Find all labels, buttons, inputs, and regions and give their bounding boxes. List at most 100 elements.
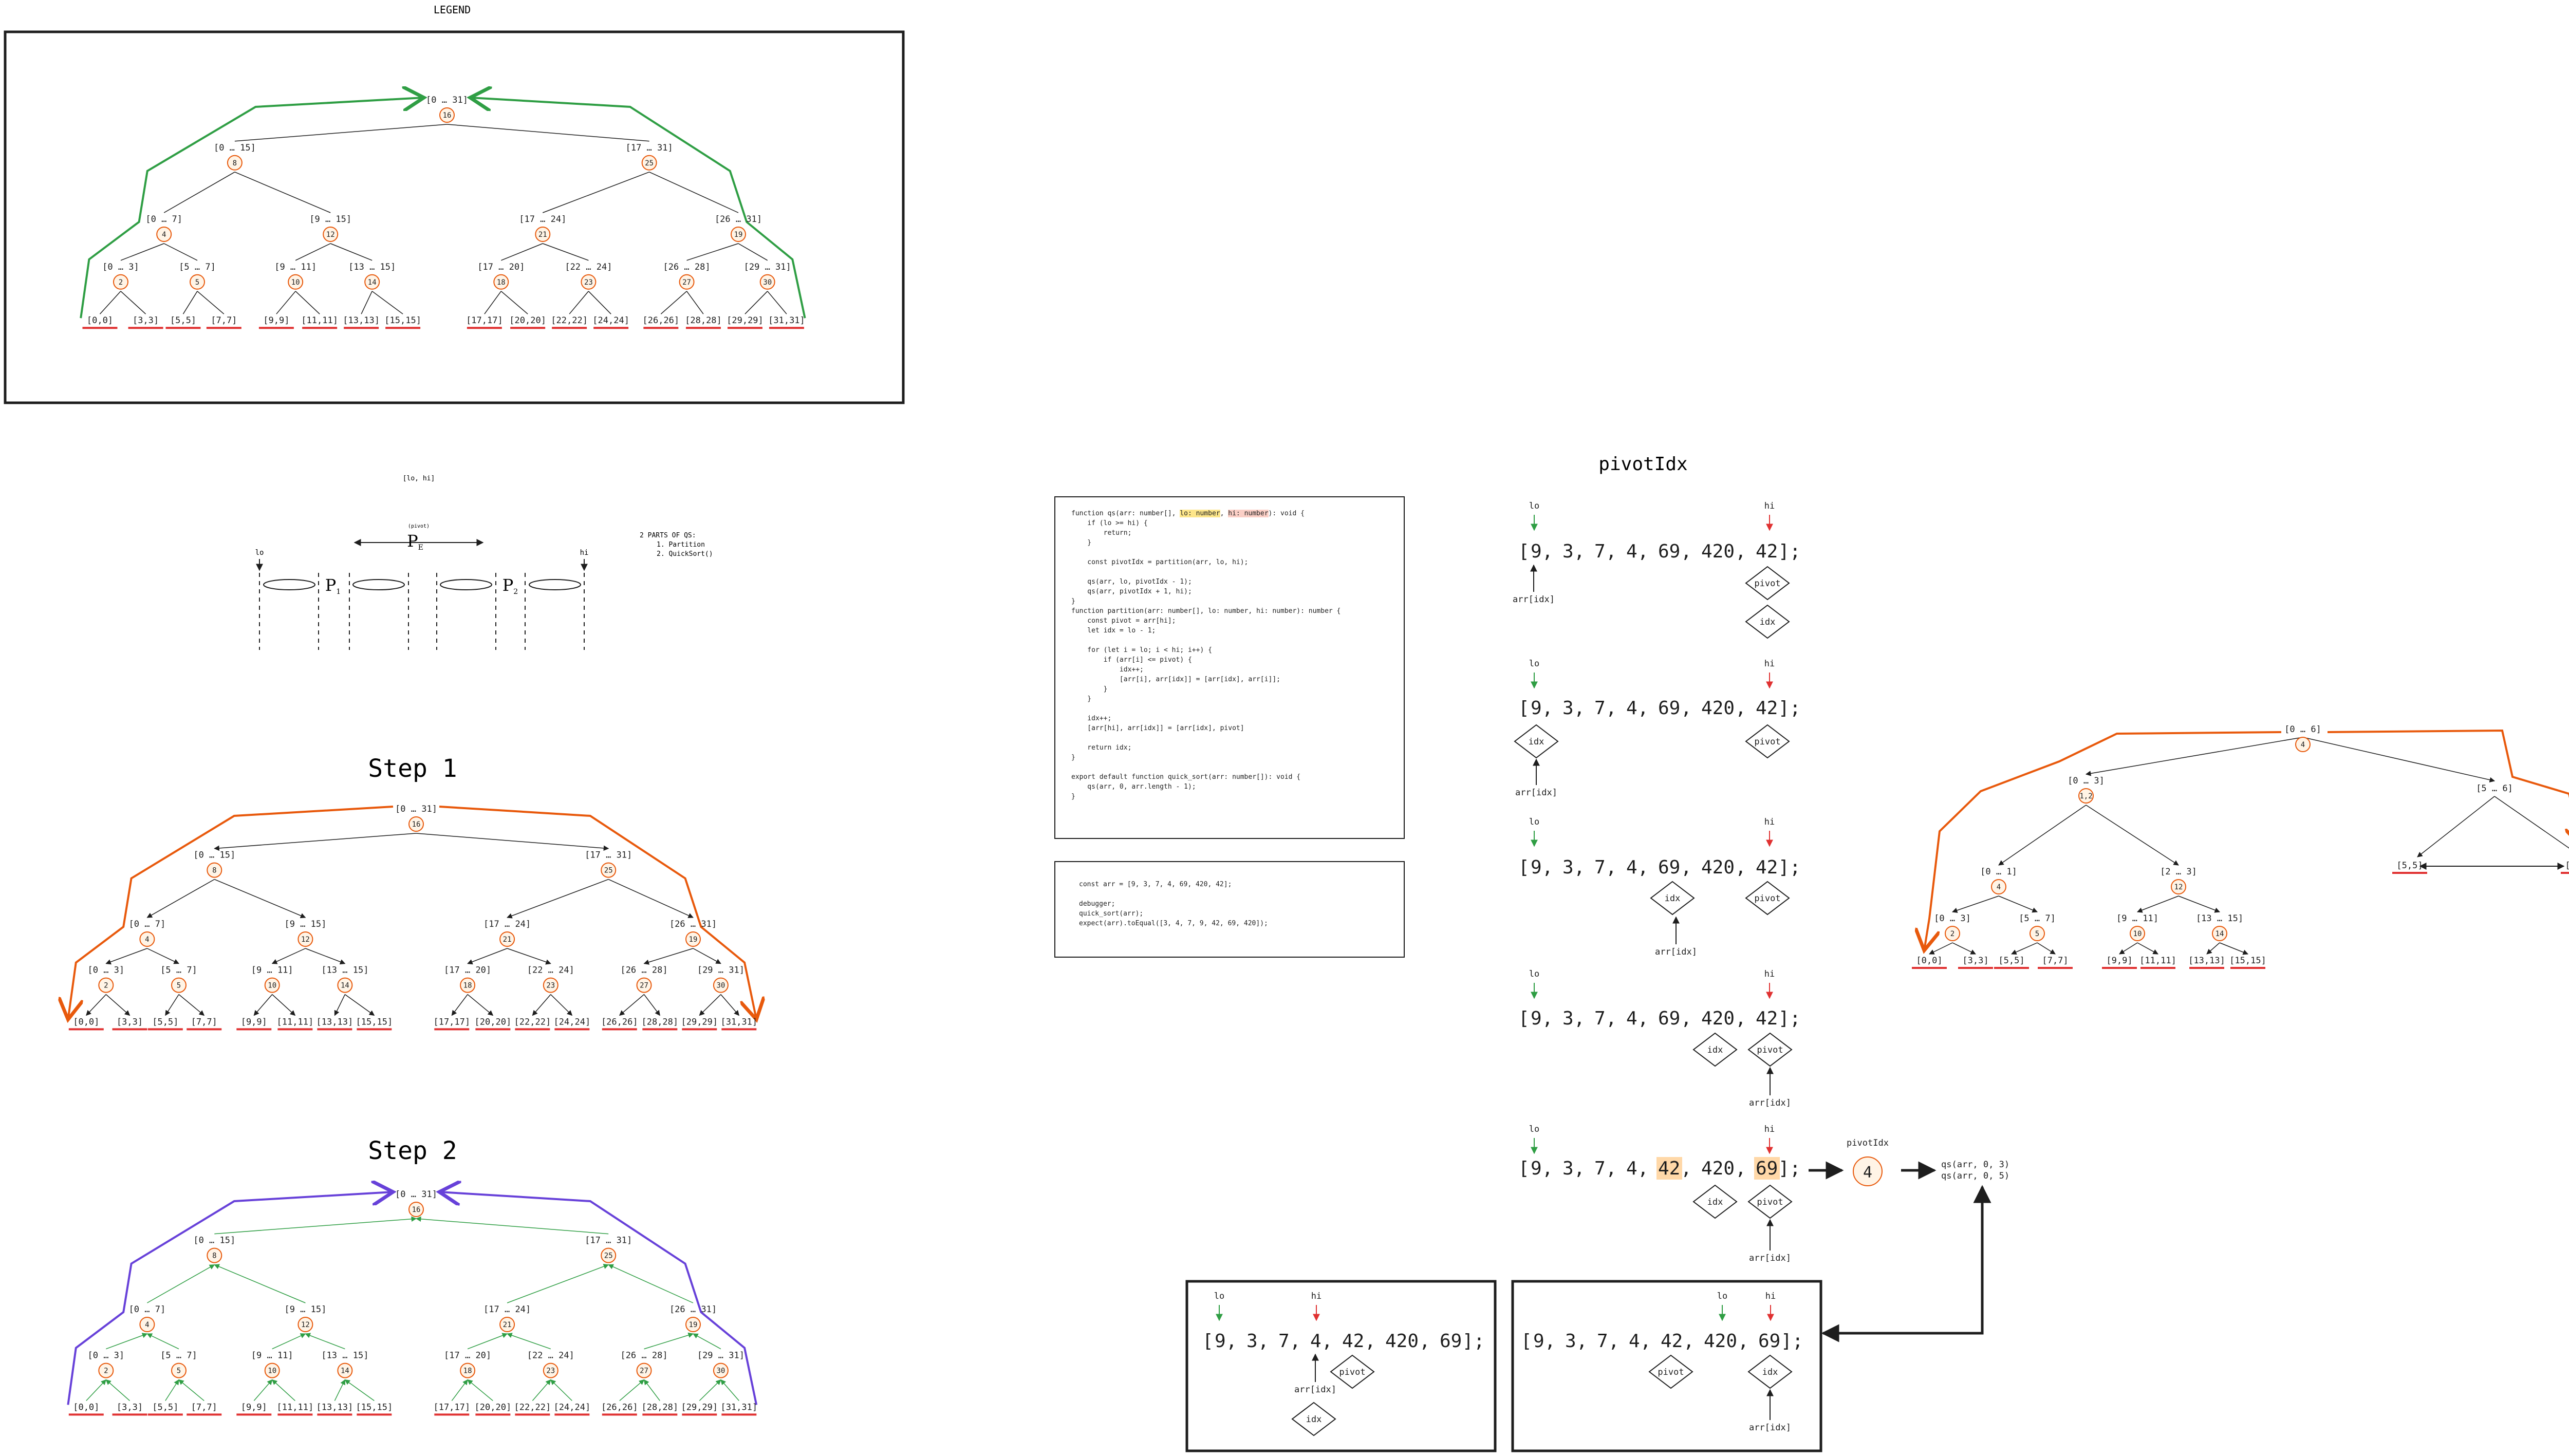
node-l2-pivot: 12 [301,936,310,944]
node-root-label: [0 … 31] [426,95,468,105]
node-l3-pivot-circle [581,274,597,290]
array-value: 9 [1531,857,1542,878]
node-l3-label: [29 … 31] [697,965,744,976]
node-l2-label: [9 … 15] [284,1304,326,1315]
array-sep: , [1542,1008,1553,1029]
code-line [1071,733,1341,743]
tree-edge [699,994,721,1016]
tree-edge [693,948,721,964]
array-semicolon: ; [1792,1331,1803,1352]
array-value: 3 [1562,1158,1574,1179]
array-semicolon: ; [1790,857,1801,878]
tree-edge [214,879,306,919]
range-label: [lo, hi] [403,475,435,482]
pivot-diamond [1747,1032,1793,1067]
node-l3-pivot: 5 [195,278,199,287]
tree-edge [178,994,205,1016]
legend-title: LEGEND [434,4,471,16]
node-l2-pivot: 21 [503,1321,512,1329]
tree-edge [720,994,740,1016]
array-sep: , [1542,1158,1553,1179]
node-l3-pivot: 23 [546,982,555,990]
node-l3-label: [29 … 31] [697,1351,744,1361]
tree-edge [295,291,320,314]
tree-edge [163,172,235,213]
leaf: [20,20] [509,315,546,326]
array-sep: , [1365,1331,1376,1352]
tree-edge [146,879,215,918]
node-l3-pivot: 27 [640,982,648,990]
tree-edge [550,994,573,1016]
step1-title: Step 1 [368,754,457,783]
tree-edge [501,243,543,261]
code-line: return idx; [1071,744,1132,752]
array-value: 42 [1342,1331,1364,1352]
tree-edge [1952,942,1976,955]
node-l3-label: [26 … 28] [620,1351,667,1361]
tree-edge [147,1264,215,1303]
legend-frame [4,30,905,404]
array-bracket-open: [ [1518,1008,1530,1029]
node-l2-pivot-circle [323,227,339,242]
node-l2-pivot: 12 [301,1321,310,1329]
leaf: [31,31] [768,315,805,326]
tree-edge [234,124,448,142]
leaf: [20,20] [475,1017,512,1027]
node-l3-pivot-circle [190,274,205,290]
array-value: 7 [1278,1331,1290,1352]
tree-edge [197,291,225,314]
tree-edge [738,243,768,261]
node-l2-label: [0 … 7] [129,1304,166,1315]
code-line: } [1071,539,1092,547]
tree-edge [165,1379,179,1401]
node-l2-label: [17 … 24] [483,1304,531,1315]
tree-edge [507,1264,609,1303]
node-l3-pivot: 14 [2216,930,2224,938]
array-sep: , [1576,1331,1588,1352]
node-l1-pivot-circle [601,1247,617,1263]
tree-edge [720,1379,739,1401]
array-sep: , [1606,698,1617,719]
node-l3-pivot: 2 [104,1367,108,1375]
array-value: 7 [1594,698,1606,719]
node-l1-label: [0 … 15] [214,143,256,153]
array-semicolon: ; [1790,698,1801,719]
hi-label: hi [1765,1291,1776,1301]
array-value: 42 [1658,1158,1680,1179]
code-line [1071,548,1341,557]
leaf: [3,3] [117,1017,143,1027]
array-sep: , [1606,541,1617,562]
array-value: 4 [1310,1331,1321,1352]
tree-edge [500,291,528,314]
node-root-label: [0 … 31] [395,804,437,814]
pivotidx-small-label: pivotIdx [1847,1138,1889,1148]
array-sep: , [1738,1331,1749,1352]
tree-edge [214,1216,417,1235]
idx-diamond [1692,1184,1738,1219]
tree-edge [643,994,660,1016]
array-sep: , [1606,1158,1617,1179]
tree-edge [276,291,296,314]
array-row-5: [9,3,7,4,42,420,69]; [1518,1157,1801,1180]
code-line: if (lo >= hi) { [1071,519,1148,527]
pivot-diamond-label: pivot [1754,893,1780,904]
node-l2-label: [9 … 15] [284,919,326,929]
node-l2-pivot-circle [1991,879,2006,894]
node-l3-label: [29 … 31] [744,262,791,272]
array-sep: , [1637,1158,1649,1179]
node-l3-pivot-circle [171,1362,187,1378]
leaf: [7,7] [211,315,237,326]
tree-edge [253,994,273,1016]
array-value: 3 [1562,857,1574,878]
node-l3-pivot: 14 [341,1367,349,1375]
idx-diamond-label: idx [1760,617,1776,627]
tree-edge [361,291,373,314]
right-tree: [0 … 6]4[0 … 3]1,2[5 … 6][0 … 1]4[2 … 3]… [1912,724,2569,969]
array-sep: , [1681,857,1692,878]
idx-diamond [1291,1402,1336,1436]
step1-tree: [0 … 31]16[0 … 15]8[17 … 31]25[0 … 7]4[9… [68,804,757,1031]
array-sep: , [1608,1331,1619,1352]
node-l3-pivot-circle [98,977,114,993]
node-l2-pivot-circle [297,1317,313,1332]
arr-idx-label: arr[idx] [1513,594,1555,605]
